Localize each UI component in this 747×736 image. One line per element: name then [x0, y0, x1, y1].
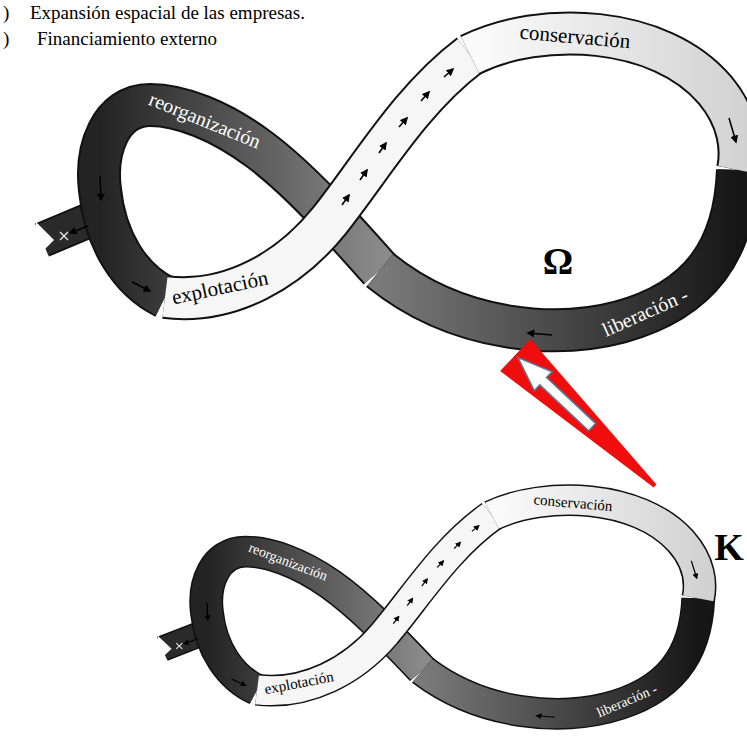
phase-label: liberación - [594, 681, 659, 720]
list-text: ) [3, 28, 9, 51]
adaptive-cycle: conservaciónKreorganización explotación li… [161, 486, 745, 733]
cycle-symbol: Ω [543, 241, 573, 283]
phase-label: conservación [519, 21, 631, 54]
list-text: Expansión espacial de las empresas. [30, 2, 305, 25]
phase-label: reorganización [146, 88, 264, 153]
list-text: Financiamiento externo [37, 28, 217, 51]
list-text: ) [3, 2, 9, 25]
upper-cycle-ribbon [36, 33, 740, 335]
phase-label: liberación - [599, 283, 692, 340]
adaptive-cycle: reorganización explotación conservación lib… [40, 12, 745, 355]
connector-arrowhead [518, 358, 596, 431]
phase-label: explotación [263, 668, 335, 698]
lower-cycle-ribbon [158, 500, 700, 717]
cycle-symbol: K [714, 527, 744, 569]
phase-label: reorganización [247, 540, 330, 584]
connector-arrow [500, 339, 656, 488]
phase-label: conservación [533, 491, 613, 514]
phase-label: explotación [170, 267, 271, 310]
connector-wedge [500, 339, 656, 488]
